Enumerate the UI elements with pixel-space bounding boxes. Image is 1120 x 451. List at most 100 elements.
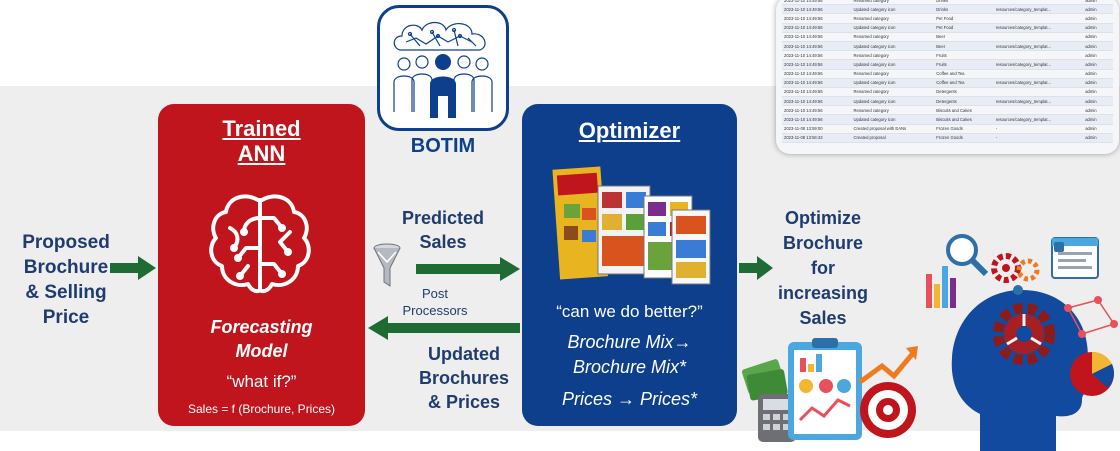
audit-log-cell: 2023-11-10 14:49:56 bbox=[782, 114, 852, 125]
audit-log-cell: Coffee and Tea bbox=[934, 69, 994, 79]
output-arrow bbox=[739, 256, 773, 280]
audit-log-cell: admin bbox=[1083, 133, 1113, 144]
head-gears-icon bbox=[926, 234, 1118, 451]
ann-subtitle-line: Model bbox=[235, 341, 288, 361]
audit-log-cell: 2023-11-08 13:59:00 bbox=[782, 124, 852, 134]
audit-log-cell: admin bbox=[1083, 114, 1113, 125]
audit-log-cell: Renamed category bbox=[851, 0, 935, 6]
audit-log-cell: admin bbox=[1083, 96, 1113, 107]
audit-log-cell: Updated category icon bbox=[851, 59, 935, 70]
audit-log-cell: 2023-11-08 13:56:43 bbox=[782, 133, 852, 144]
audit-log-cell: Updated category icon bbox=[851, 114, 935, 125]
audit-log-cell: Frozen Goods bbox=[934, 124, 994, 134]
audit-log-cell bbox=[993, 87, 1084, 98]
audit-log-cell: 2023-11-10 14:49:56 bbox=[782, 50, 852, 61]
audit-log-cell: Updated category icon bbox=[851, 23, 935, 33]
audit-log-cell: Created proposal bbox=[851, 133, 935, 144]
ann-title: Trained ANN bbox=[158, 116, 365, 166]
audit-log-cell: Coffee and Tea bbox=[934, 78, 994, 88]
people-cloud-icon bbox=[393, 21, 493, 118]
optimizer-line-2: Brochure Mix* bbox=[572, 357, 687, 377]
audit-log-cell: 2023-11-10 14:49:56 bbox=[782, 87, 852, 98]
ann-subtitle-line: Forecasting bbox=[210, 317, 313, 337]
audit-log-cell: Created proposal with EANs bbox=[851, 124, 935, 134]
ann-title-line: Trained bbox=[222, 116, 301, 141]
audit-log-cell: admin bbox=[1083, 105, 1113, 116]
predicted-sales-label: Predicted Sales bbox=[388, 206, 498, 254]
audit-log-cell: resources/category_templat... bbox=[993, 96, 1084, 107]
audit-log-cell: Pet Food bbox=[934, 13, 994, 24]
audit-log-cell: 2023-11-10 14:49:56 bbox=[782, 78, 852, 88]
input-arrow bbox=[110, 256, 156, 280]
audit-log-cell: Fruits bbox=[934, 50, 994, 61]
output-label-line: increasing bbox=[777, 283, 869, 303]
optimizer-title: Optimizer bbox=[578, 118, 681, 143]
audit-log-cell: admin bbox=[1083, 41, 1113, 52]
audit-log-cell: Renamed category bbox=[851, 50, 935, 61]
input-label-line: Proposed bbox=[22, 232, 110, 253]
audit-log-cell: Drinks bbox=[934, 0, 994, 6]
audit-log-cell: 2023-11-10 14:49:56 bbox=[782, 4, 852, 15]
audit-log-cell bbox=[993, 13, 1084, 24]
audit-log-cell: 2023-11-10 14:49:56 bbox=[782, 41, 852, 52]
audit-log-cell: resources/category_templat... bbox=[993, 114, 1084, 125]
audit-log-cell: Pet Food bbox=[934, 23, 994, 33]
input-label: Proposed Brochure & Selling Price bbox=[10, 230, 122, 330]
updated-line: Brochures bbox=[418, 368, 510, 388]
funnel-icon bbox=[373, 243, 401, 287]
predicted-sales-line: Sales bbox=[419, 232, 467, 252]
audit-log-cell: admin bbox=[1083, 0, 1113, 6]
input-label-line: Brochure bbox=[23, 257, 109, 278]
audit-log-cell: admin bbox=[1083, 13, 1113, 24]
audit-log-cell: 2023-11-10 14:49:56 bbox=[782, 105, 852, 116]
audit-log-cell: resources/category_templat... bbox=[993, 23, 1084, 33]
ann-subtitle: Forecasting Model bbox=[158, 315, 365, 363]
audit-log-cell: admin bbox=[1083, 23, 1113, 33]
audit-log-cell bbox=[993, 105, 1084, 116]
post-processors-label: Post Processors bbox=[382, 285, 488, 319]
input-label-line: Price bbox=[42, 307, 90, 328]
brain-icon bbox=[209, 194, 311, 294]
botim-logo: BOTIM bbox=[377, 5, 509, 157]
output-label-line: Sales bbox=[799, 308, 847, 328]
post-processors-line: Post bbox=[421, 286, 448, 301]
predicted-sales-arrow bbox=[416, 257, 520, 281]
audit-log-cell: admin bbox=[1083, 59, 1113, 70]
audit-log-cell: Renamed category bbox=[851, 13, 935, 24]
audit-log-cell: Updated category icon bbox=[851, 4, 935, 15]
audit-log-cell: admin bbox=[1083, 50, 1113, 61]
finance-clipboard-icon bbox=[742, 338, 918, 442]
input-label-line: & Selling bbox=[25, 282, 107, 303]
audit-log-cell: resources/category_templat... bbox=[993, 78, 1084, 88]
trained-ann-box: Trained ANN Forecasting Model “what if?”… bbox=[158, 104, 365, 426]
audit-log-cell: Renamed category bbox=[851, 105, 935, 116]
predicted-sales-line: Predicted bbox=[401, 208, 485, 228]
audit-log-cell: - bbox=[993, 133, 1084, 144]
audit-log-cell: 2023-11-10 14:49:56 bbox=[782, 96, 852, 107]
feedback-arrow bbox=[368, 316, 520, 340]
audit-log-cell: Detergents bbox=[934, 87, 994, 98]
audit-log-cell: admin bbox=[1083, 78, 1113, 88]
audit-log-cell bbox=[993, 32, 1084, 42]
audit-log-cell: 2023-11-10 14:49:56 bbox=[782, 69, 852, 79]
audit-log-cell bbox=[993, 69, 1084, 79]
botim-label: BOTIM bbox=[410, 135, 476, 157]
audit-log-cell: Renamed category bbox=[851, 87, 935, 98]
audit-log-cell bbox=[993, 50, 1084, 61]
audit-log-cell: Frozen Goods bbox=[934, 133, 994, 144]
audit-log-cell: admin bbox=[1083, 32, 1113, 42]
